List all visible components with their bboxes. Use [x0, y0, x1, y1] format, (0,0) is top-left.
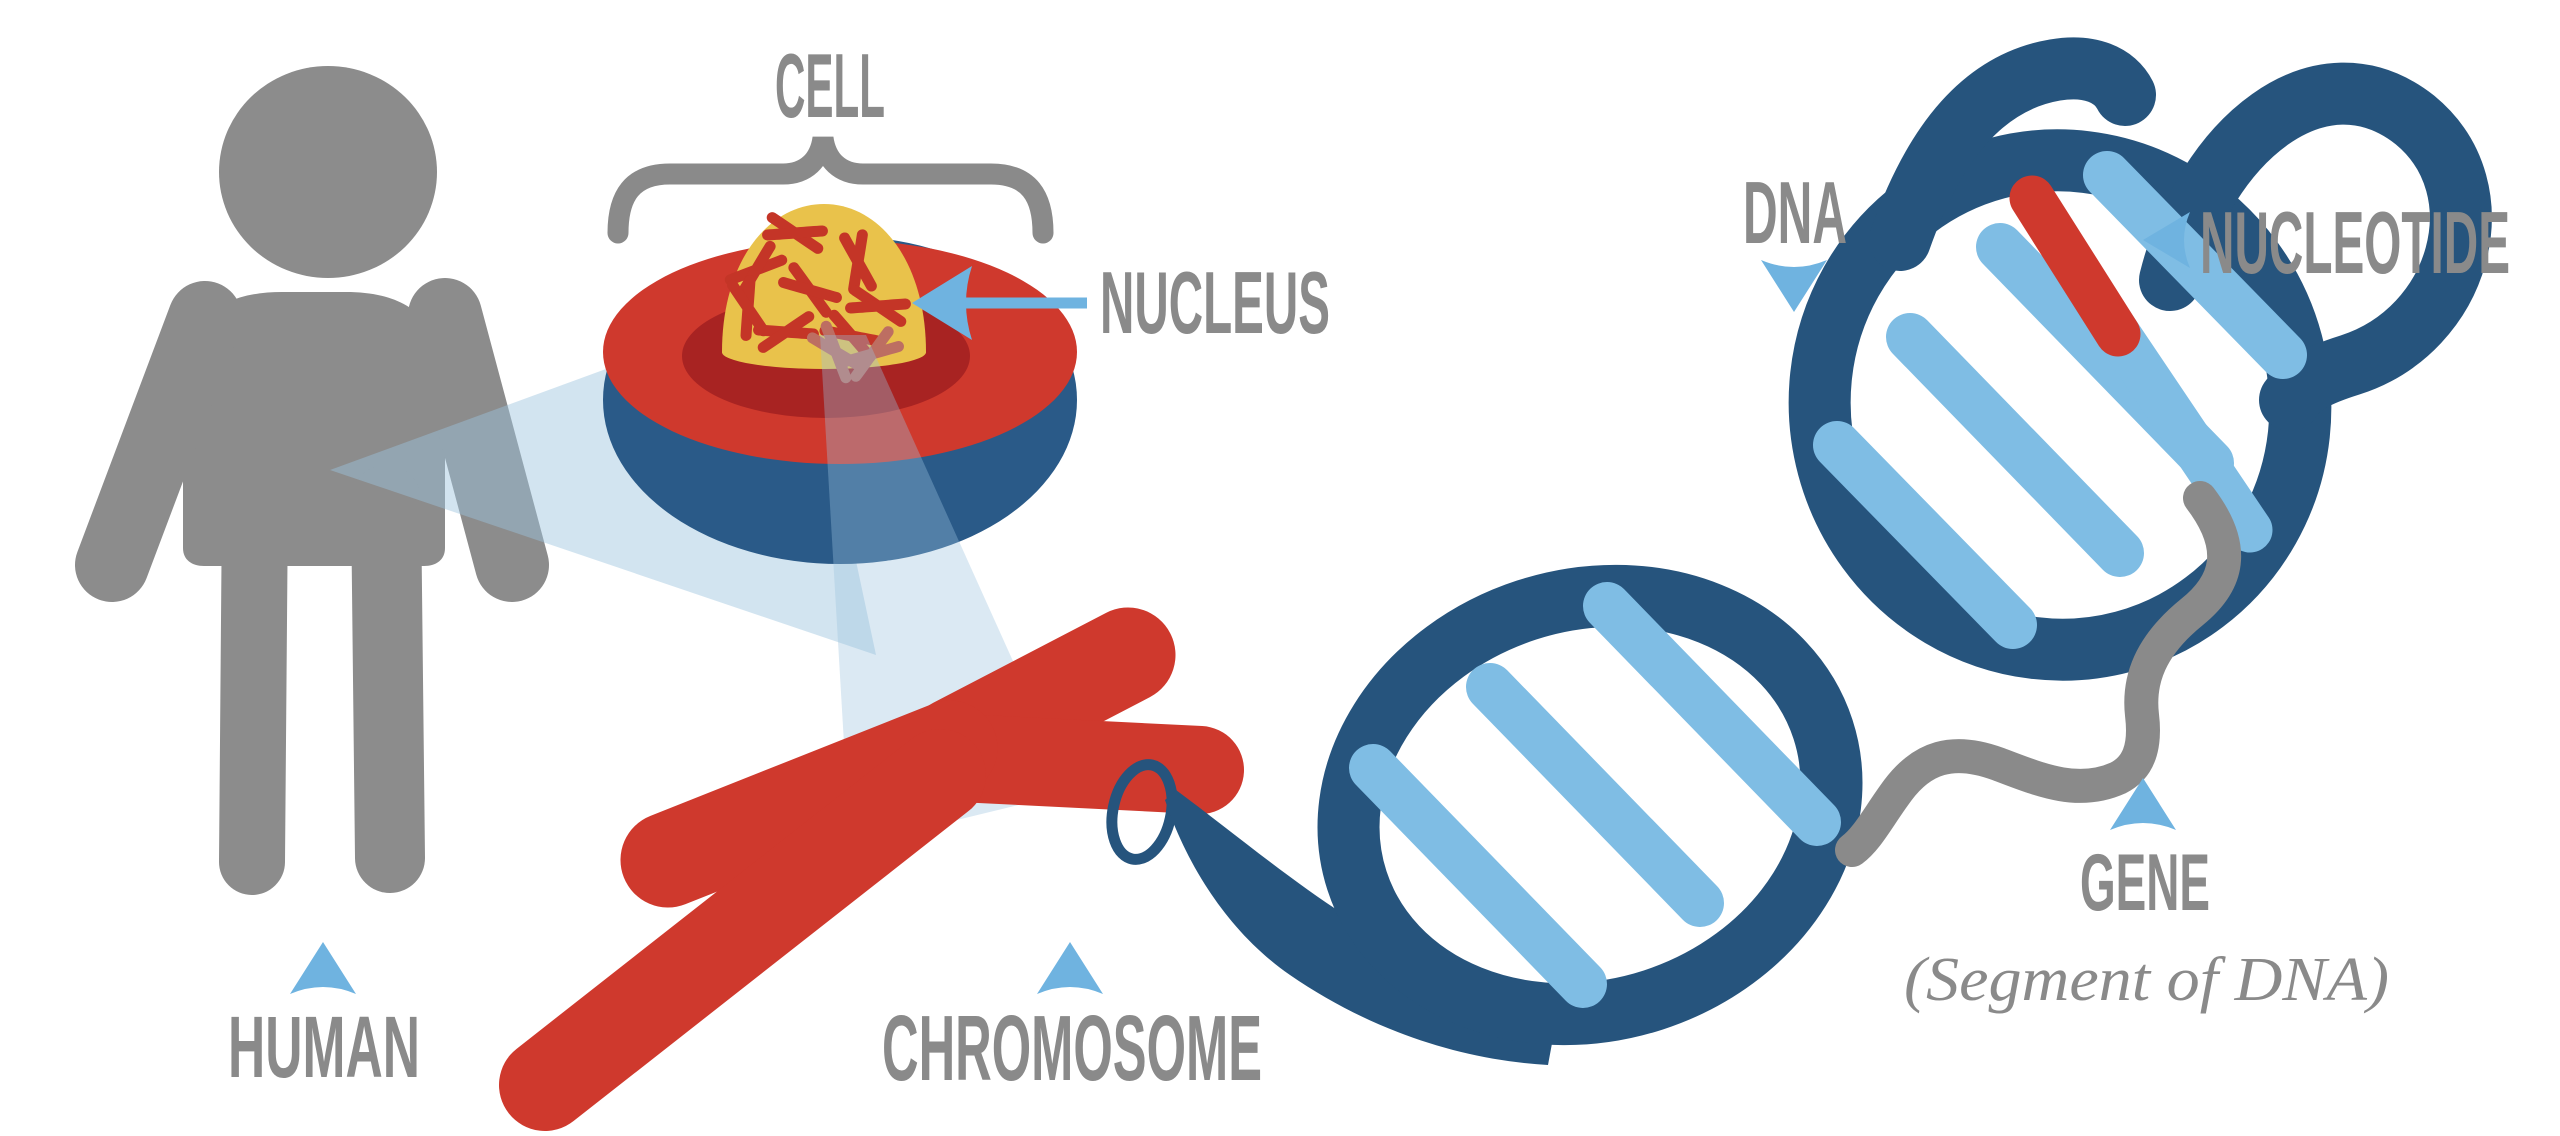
nucleotide-pointer-icon	[2143, 212, 2190, 268]
gene-brace-icon	[1835, 481, 2242, 867]
nucleotide-label: NUCLEOTIDE	[2200, 193, 2510, 292]
nucleotide-rod-red	[2009, 175, 2141, 357]
dna-loop-lower	[1317, 564, 1863, 1046]
nucleus-label: NUCLEUS	[1100, 253, 1330, 352]
dna-label: DNA	[1743, 163, 1847, 262]
dna-pointer-icon	[1761, 260, 1827, 312]
dna-rung	[1466, 663, 1724, 927]
pointers	[290, 212, 2190, 994]
human-left-arm	[75, 281, 242, 602]
gene-subtitle-label: (Segment of DNA)	[1904, 946, 2389, 1014]
dna-rung	[1813, 421, 2037, 649]
gene-pointer-icon	[2110, 778, 2176, 830]
human-pointer-icon	[290, 942, 356, 994]
human-left-leg	[219, 467, 288, 895]
nucleotide-rod	[2009, 175, 2273, 553]
chromosome-label: CHROMOSOME	[882, 996, 1262, 1100]
cell-brace-icon	[607, 136, 1054, 244]
dna-rung	[1886, 313, 2144, 577]
human-figure	[75, 66, 549, 895]
chromosome-pointer-icon	[1037, 942, 1103, 994]
human-head	[219, 66, 437, 278]
nucleus-arrowhead-icon	[912, 266, 972, 340]
chromosome-illustration	[499, 607, 1244, 1131]
human-label: HUMAN	[228, 999, 420, 1096]
human-right-arm	[408, 278, 549, 602]
gene-label: GENE	[2080, 838, 2210, 928]
dna-rung	[1583, 582, 1841, 846]
dna-strand-right-hook	[2139, 62, 2492, 431]
dna-rung	[2083, 151, 2307, 379]
nucleotide-rod-blue	[2089, 302, 2273, 553]
dna-strand-top-stalk	[1869, 37, 2156, 271]
cell-illustration	[603, 204, 1077, 564]
dna-rung	[1349, 744, 1607, 1008]
dna-rungs	[1349, 151, 2307, 1008]
chromosome-ring	[1106, 759, 1178, 865]
chromosome-arm-lower-left	[499, 729, 986, 1131]
dna-helix	[1165, 37, 2492, 1065]
human-right-leg	[351, 465, 425, 893]
cell-label: CELL	[775, 36, 885, 137]
